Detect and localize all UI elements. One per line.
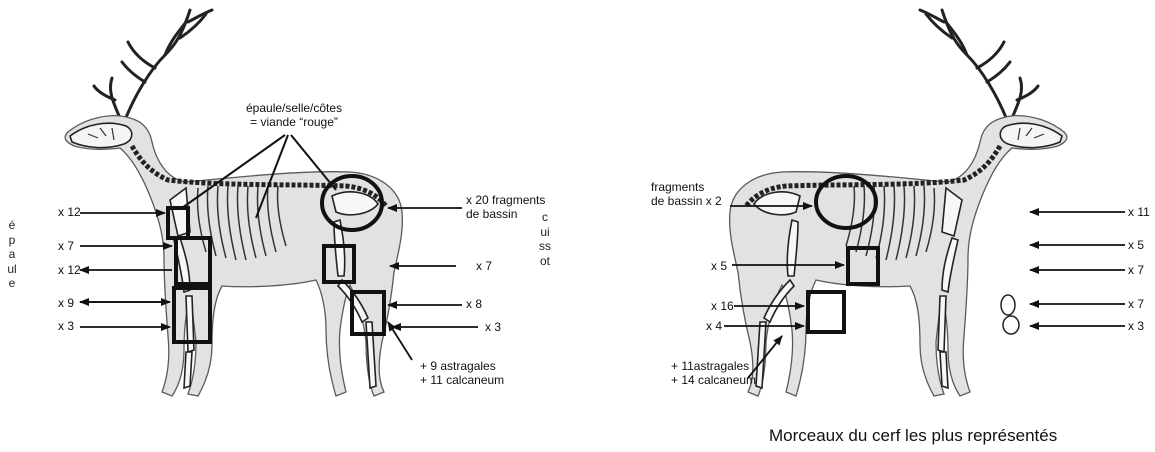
left-deer (65, 10, 402, 396)
figure-caption: Morceaux du cerf les plus représentés (769, 426, 1058, 445)
count-label: x 7 (58, 239, 75, 253)
tarsal-note-line2: + 14 calcaneum (671, 373, 757, 387)
tarsal-note-line1: + 11astragales (671, 359, 750, 373)
pelvis-label: x 20 fragments de bassin (466, 193, 545, 221)
tarsal-note: + 9 astragales + 11 calcaneum (420, 359, 504, 387)
red-meat-note-line1: épaule/selle/côtes (246, 101, 343, 115)
right-highlights (806, 174, 880, 334)
tarsal-note: + 11astragales + 14 calcaneum (671, 359, 756, 387)
count-label: x 7 (1128, 297, 1145, 311)
count-label: x 9 (58, 296, 75, 310)
haunch-region-label: cuissot (539, 210, 551, 268)
pelvis-label-line2: de bassin (466, 207, 518, 221)
tarsal-note-line2: + 11 calcaneum (420, 373, 505, 387)
count-label: x 12 (58, 205, 81, 219)
count-label: x 7 (476, 259, 493, 273)
tarsal-note-line1: + 9 astragales (420, 359, 496, 373)
count-label: x 3 (1128, 319, 1145, 333)
count-label: x 4 (706, 319, 723, 333)
count-label: x 5 (1128, 238, 1145, 252)
right-arrows (724, 202, 1125, 379)
count-label: x 3 (58, 319, 75, 333)
count-label: x 11 (1128, 205, 1150, 219)
count-label: x 16 (711, 299, 734, 313)
shoulder-region-label: épaule (7, 218, 17, 290)
count-label: x 3 (485, 320, 502, 334)
red-meat-note-line2: = viande “rouge” (250, 115, 338, 129)
count-label: x 8 (466, 297, 483, 311)
count-label: x 12 (58, 263, 81, 277)
pelvis-label-line2: de bassin x 2 (651, 194, 722, 208)
count-label: x 7 (1128, 263, 1145, 277)
count-label: x 5 (711, 259, 728, 273)
pelvis-label: fragments de bassin x 2 (651, 180, 722, 208)
red-meat-note: épaule/selle/côtes = viande “rouge” (246, 101, 342, 129)
pelvis-label-line1: x 20 fragments (466, 193, 546, 207)
left-highlights (166, 174, 386, 344)
pelvis-label-line1: fragments (651, 180, 705, 194)
left-arrows (79, 134, 478, 361)
